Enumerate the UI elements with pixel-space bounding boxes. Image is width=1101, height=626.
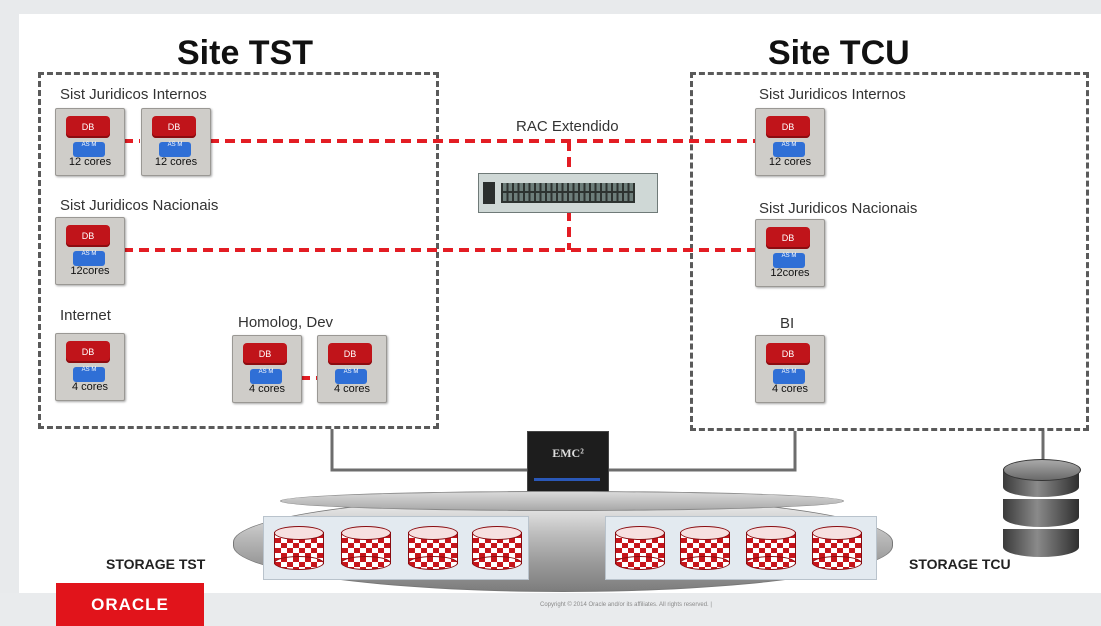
disk-icon	[812, 526, 862, 570]
server-tst-internet: DB AS M 4 cores	[55, 333, 125, 401]
disk-icon	[746, 526, 796, 570]
server-cores: 12cores	[70, 265, 110, 277]
link-tst-emc	[330, 429, 528, 472]
disk-icon	[615, 526, 665, 570]
server-tst-homolog-2: DB AS M 4 cores	[317, 335, 387, 403]
oracle-logo: ORACLE	[56, 583, 204, 626]
asm-icon: AS M	[335, 369, 367, 384]
asm-icon: AS M	[73, 367, 105, 382]
server-tst-homolog-1: DB AS M 4 cores	[232, 335, 302, 403]
link-emc-tcu	[606, 431, 797, 472]
server-cores: 4 cores	[248, 383, 286, 395]
asm-icon: AS M	[773, 142, 805, 157]
server-tcu-nacionais: DB AS M 12cores	[755, 219, 825, 287]
group-label-tst-homolog: Homolog, Dev	[238, 314, 334, 331]
network-switch-icon	[478, 173, 658, 213]
site-tst-title: Site TST	[177, 34, 314, 72]
db-icon: DB	[66, 341, 110, 363]
rac-extendido-label: RAC Extendido	[516, 118, 619, 135]
asm-icon: AS M	[159, 142, 191, 157]
server-tst-internos-2: DB AS M 12 cores	[141, 108, 211, 176]
asm-icon: AS M	[773, 369, 805, 384]
server-cores: 12 cores	[768, 156, 812, 168]
disk-icon	[472, 526, 522, 570]
group-label-tcu-nacionais: Sist Juridicos Nacionais	[759, 200, 918, 217]
site-tst-boundary	[38, 72, 439, 429]
db-icon: DB	[766, 343, 810, 365]
switch-ports	[501, 183, 635, 203]
group-label-tst-internet: Internet	[60, 307, 111, 324]
group-label-tst-internos: Sist Juridicos Internos	[60, 86, 207, 103]
server-cores: 12 cores	[68, 156, 112, 168]
server-cores: 4 cores	[771, 383, 809, 395]
server-tst-internos-1: DB AS M 12 cores	[55, 108, 125, 176]
db-icon: DB	[766, 227, 810, 249]
server-cores: 12 cores	[154, 156, 198, 168]
group-label-tst-nacionais: Sist Juridicos Nacionais	[60, 197, 219, 214]
site-tcu-title: Site TCU	[768, 34, 910, 72]
asm-icon: AS M	[73, 251, 105, 266]
copyright-text: Copyright © 2014 Oracle and/or its affil…	[540, 602, 712, 608]
database-cylinder-icon	[1003, 459, 1081, 567]
db-icon: DB	[66, 116, 110, 138]
emc-label: EMC²	[552, 446, 584, 460]
emc-led-bar	[534, 478, 600, 481]
storage-tray-top	[280, 491, 844, 511]
group-label-tcu-internos: Sist Juridicos Internos	[759, 86, 906, 103]
storage-tcu-label: STORAGE TCU	[909, 556, 1011, 572]
server-tcu-internos: DB AS M 12 cores	[755, 108, 825, 176]
db-icon: DB	[243, 343, 287, 365]
db-icon: DB	[66, 225, 110, 247]
db-icon: DB	[766, 116, 810, 138]
asm-icon: AS M	[250, 369, 282, 384]
server-tcu-bi: DB AS M 4 cores	[755, 335, 825, 403]
asm-icon: AS M	[73, 142, 105, 157]
group-label-tcu-bi: BI	[780, 315, 795, 332]
server-cores: 12cores	[770, 267, 810, 279]
asm-icon: AS M	[773, 253, 805, 268]
server-tst-nacionais: DB AS M 12cores	[55, 217, 125, 285]
emc-array-icon: EMC²	[527, 431, 609, 493]
switch-module	[483, 182, 495, 204]
disk-icon	[274, 526, 324, 570]
disk-icon	[341, 526, 391, 570]
db-icon: DB	[152, 116, 196, 138]
storage-tst-label: STORAGE TST	[106, 556, 206, 572]
disk-icon	[680, 526, 730, 570]
server-cores: 4 cores	[71, 381, 109, 393]
db-icon: DB	[328, 343, 372, 365]
server-cores: 4 cores	[333, 383, 371, 395]
disk-icon	[408, 526, 458, 570]
